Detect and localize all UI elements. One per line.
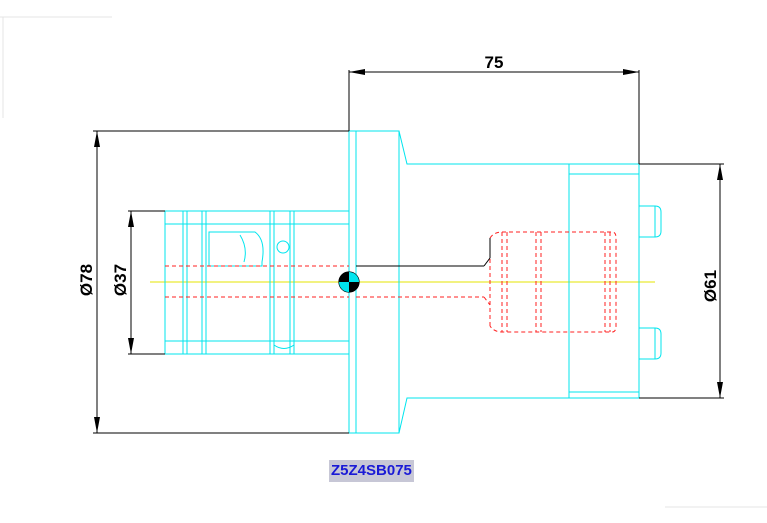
body-diameter-label: Ø61 [701,270,720,302]
hidden-lines [165,231,617,333]
part-outline [164,130,662,434]
bore-diameter-label: Ø37 [111,264,130,296]
length-dimension-label: 75 [485,53,504,72]
datum-symbol [338,271,360,293]
dimension-lines [93,69,724,434]
part-code-label: Z5Z4SB075 [329,460,414,482]
bore-profile [356,238,491,267]
flange-diameter-label: Ø78 [77,264,96,296]
